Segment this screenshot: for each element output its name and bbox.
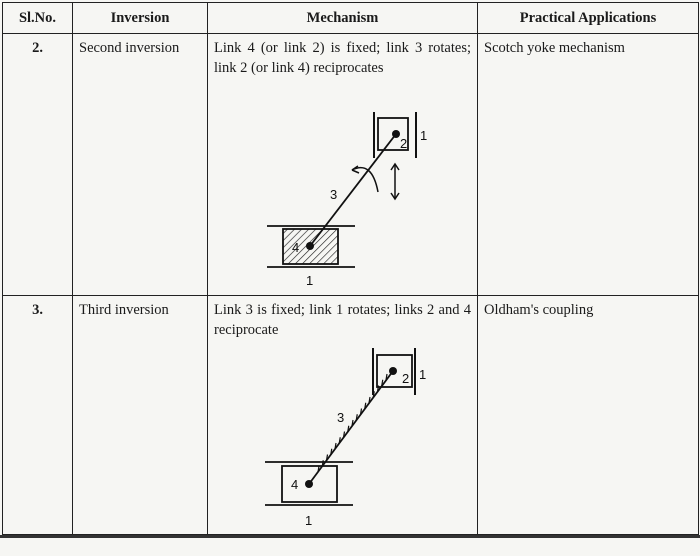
header-sl-no: Sl.No.	[2, 2, 73, 34]
table-row: 3. Third inversion Link 3 is fixed; link…	[2, 295, 699, 535]
mechanism-description: Link 3 is fixed; link 1 rotates; links 2…	[207, 295, 478, 535]
header-mechanism: Mechanism	[207, 2, 478, 34]
header-applications: Practical Applications	[477, 2, 699, 34]
table-header-row: Sl.No. Inversion Mechanism Practical App…	[2, 2, 699, 34]
inversions-table: Sl.No. Inversion Mechanism Practical App…	[2, 2, 699, 535]
inversion-name: Third inversion	[72, 295, 208, 535]
mechanism-description: Link 4 (or link 2) is fixed; link 3 rota…	[207, 33, 478, 296]
bottom-border	[0, 535, 700, 538]
inversion-name: Second inversion	[72, 33, 208, 296]
row-number: 3.	[2, 295, 73, 535]
row-number: 2.	[2, 33, 73, 296]
practical-application: Oldham's coupling	[477, 295, 699, 535]
practical-application: Scotch yoke mechanism	[477, 33, 699, 296]
table-row: 2. Second inversion Link 4 (or link 2) i…	[2, 33, 699, 296]
header-inversion: Inversion	[72, 2, 208, 34]
